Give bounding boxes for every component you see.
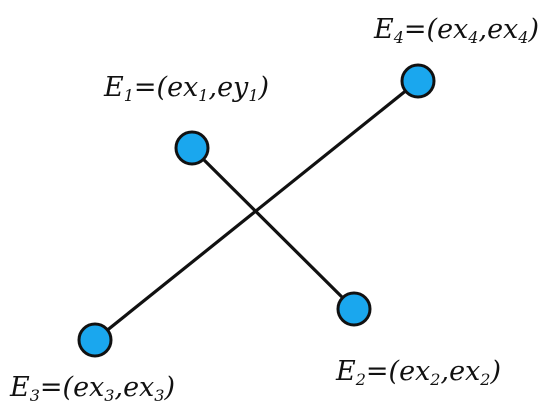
node-e3-dot xyxy=(77,322,113,358)
e3-index: 3 xyxy=(30,386,40,405)
e4-sep: , xyxy=(478,14,487,45)
e3-a-index: 3 xyxy=(104,386,114,405)
e4-b: ex xyxy=(487,14,518,45)
e4-close: ) xyxy=(527,14,539,45)
edge-e3-e4 xyxy=(93,79,420,342)
e1-a: ex xyxy=(167,72,198,103)
e3-eq: =( xyxy=(40,372,75,403)
e2-close: ) xyxy=(489,356,501,387)
e1-sep: , xyxy=(208,72,217,103)
node-e2-dot xyxy=(336,291,372,327)
e1-a-index: 1 xyxy=(198,86,208,105)
e1-b-index: 1 xyxy=(248,86,258,105)
e4-index: 4 xyxy=(393,28,404,47)
node-e3-label: E3=(ex3,ex3) xyxy=(9,372,175,405)
node-e1-dot xyxy=(174,130,210,166)
e2-a-index: 2 xyxy=(429,370,440,389)
e1-eq: =( xyxy=(134,72,169,103)
e4-a: ex xyxy=(437,14,468,45)
node-e4-label: E4=(ex4,ex4) xyxy=(373,14,539,47)
e1-letter: E xyxy=(103,72,124,103)
e2-b-index: 2 xyxy=(479,370,490,389)
e3-sep: , xyxy=(114,372,123,403)
e1-close: ) xyxy=(258,72,270,103)
e4-b-index: 4 xyxy=(517,28,528,47)
node-e1-label: E1=(ex1,ey1) xyxy=(103,72,269,105)
e1-index: 1 xyxy=(124,86,134,105)
e3-letter: E xyxy=(9,372,30,403)
e2-eq: =( xyxy=(366,356,401,387)
e4-letter: E xyxy=(373,14,394,45)
e2-a: ex xyxy=(399,356,430,387)
e3-close: ) xyxy=(163,372,175,403)
node-e2-label: E2=(ex2,ex2) xyxy=(335,356,501,389)
e3-a: ex xyxy=(73,372,104,403)
e4-a-index: 4 xyxy=(467,28,478,47)
node-e4-dot xyxy=(400,63,436,99)
e4-eq: =( xyxy=(404,14,439,45)
e1-b: ey xyxy=(217,72,249,103)
e3-b-index: 3 xyxy=(154,386,164,405)
e3-b: ex xyxy=(123,372,154,403)
e2-index: 2 xyxy=(355,370,366,389)
e2-sep: , xyxy=(440,356,449,387)
edge-e1-e2 xyxy=(190,146,356,311)
e2-b: ex xyxy=(449,356,480,387)
e2-letter: E xyxy=(335,356,356,387)
